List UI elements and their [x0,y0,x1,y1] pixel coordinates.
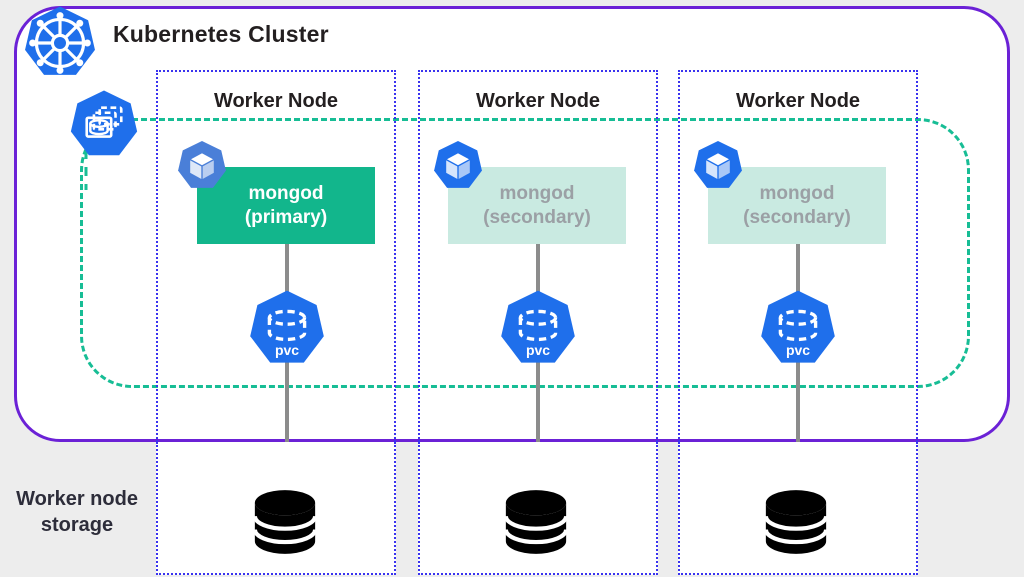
kubernetes-wheel-icon [25,6,95,75]
worker-node-label: Worker Node [213,90,339,112]
mongod-name: mongod [248,182,324,204]
connector-mongod-to-pvc-1 [285,244,289,294]
mongod-name: mongod [759,182,835,204]
pvc-icon [250,290,324,363]
worker-node-label: Worker Node [475,90,601,112]
mongod-role: (primary) [244,206,328,228]
pod-icon [694,141,742,188]
disk-icon [763,490,829,554]
mongod-primary-box: mongod (primary) [197,167,375,244]
connector-pvc-to-disk-3 [796,346,800,490]
connector-mongod-to-pvc-3 [796,244,800,294]
worker-node-label: Worker Node [735,90,861,112]
mongod-name: mongod [499,182,575,204]
pod-icon [178,141,226,188]
mongod-role: (secondary) [743,206,851,228]
worker-node-3: Worker Node [678,70,918,442]
pvc-icon [761,290,835,363]
page-title: Kubernetes Cluster [113,21,329,47]
connector-pvc-to-disk-1 [285,346,289,490]
worker-node-2: Worker Node [418,70,658,442]
pvc-icon [501,290,575,363]
connector-pvc-to-disk-2 [536,346,540,490]
mongod-secondary-box-1: mongod (secondary) [448,167,626,244]
statefulset-leader-line [84,150,88,190]
worker-node-storage-label: Worker node storage [16,488,138,536]
disk-icon [252,490,318,554]
mongod-role: (secondary) [483,206,591,228]
worker-node-1: Worker Node [156,70,396,442]
mongod-secondary-box-2: mongod (secondary) [708,167,886,244]
pod-icon [434,141,482,188]
statefulset-icon [70,90,138,156]
connector-mongod-to-pvc-2 [536,244,540,294]
statefulset-boundary [80,118,970,388]
disk-icon [503,490,569,554]
